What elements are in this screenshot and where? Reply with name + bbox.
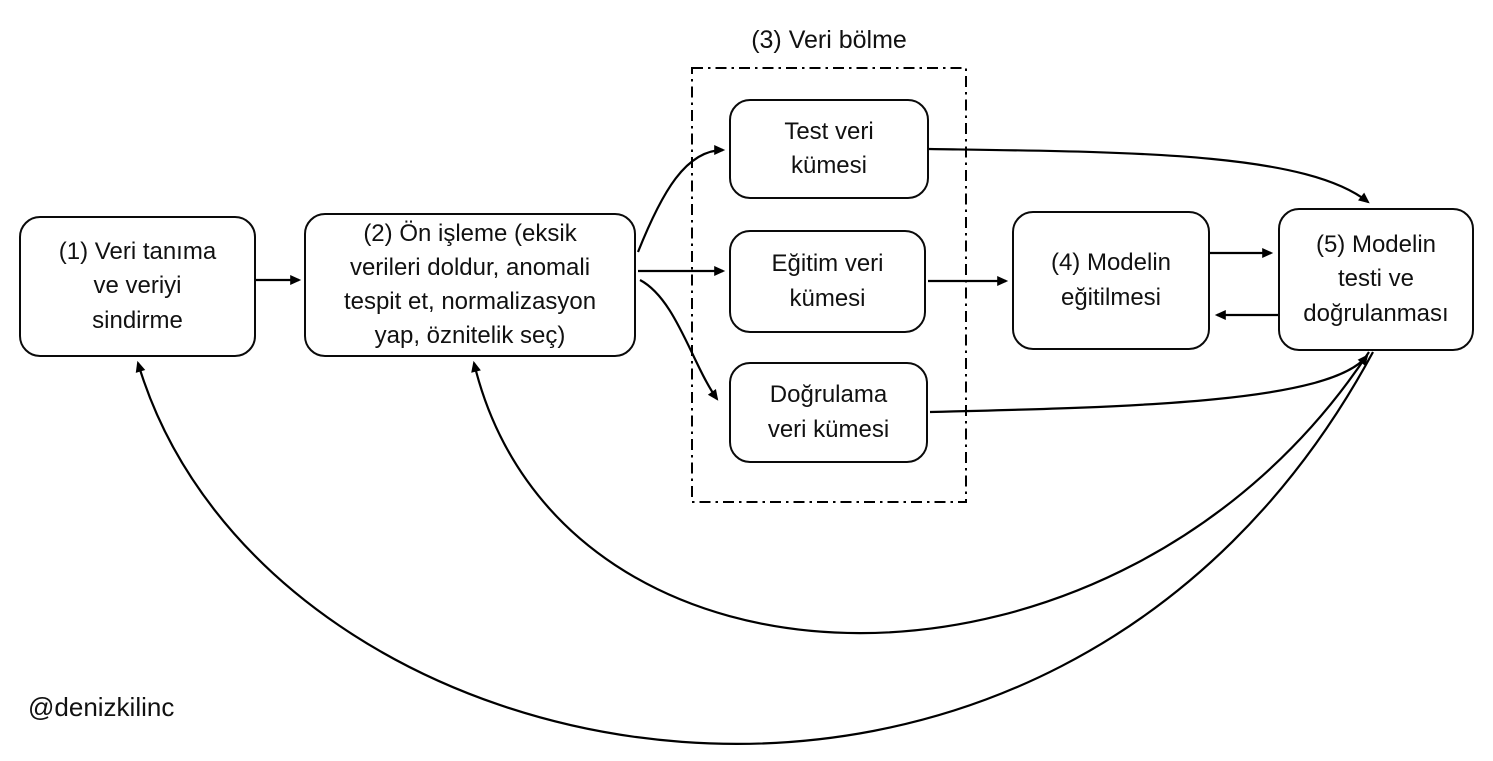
edge-test-set-step5-arrow: [928, 147, 1370, 204]
edge-step5-step1-feedback-arrow: [135, 351, 1374, 745]
node-veri-tanima: (1) Veri tanıma ve veriyi sindirme: [19, 216, 256, 357]
node-modelin-egitilmesi: (4) Modelin eğitilmesi: [1012, 211, 1210, 350]
edge-step2-test-set-arrow: [636, 145, 726, 253]
node-on-isleme: (2) Ön işleme (eksik verileri doldur, an…: [304, 213, 636, 357]
node-dogrulama-veri-kumesi: Doğrulama veri kümesi: [729, 362, 928, 463]
group-veri-bolme-border: [691, 67, 967, 503]
node-modelin-testi: (5) Modelin testi ve doğrulanması: [1278, 208, 1474, 351]
edge-step2-validation-set-arrow: [639, 279, 719, 401]
watermark-credit: @denizkilinc: [28, 692, 175, 722]
group-veri-bolme-title: (3) Veri bölme: [751, 26, 907, 54]
node-egitim-veri-kumesi: Eğitim veri kümesi: [729, 230, 926, 333]
edge-validation-set-step5-arrow: [929, 354, 1369, 414]
edge-step5-step2-feedback-arrow: [471, 351, 1370, 635]
node-test-veri-kumesi: Test veri kümesi: [729, 99, 929, 199]
